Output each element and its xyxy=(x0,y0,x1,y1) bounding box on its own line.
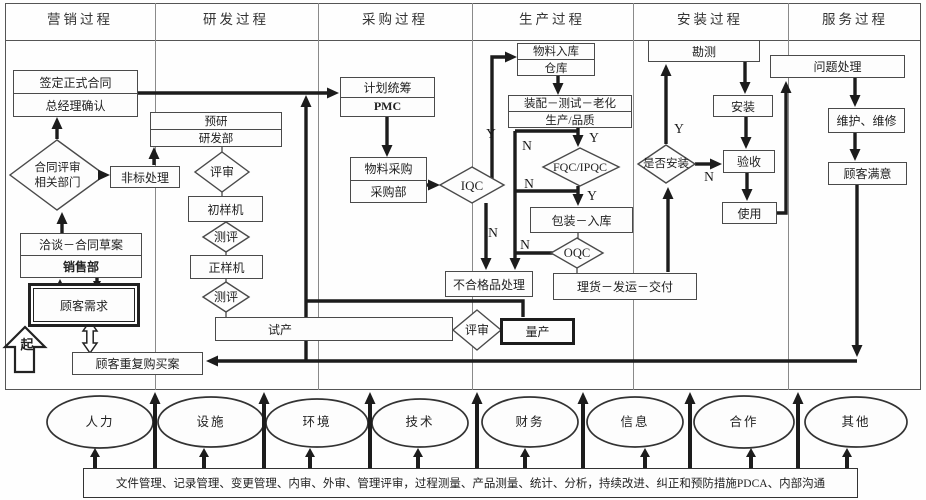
fqc-entry-yes-label: Y xyxy=(589,130,599,145)
ellipse-cooperation xyxy=(693,395,795,449)
node-maintenance: 维护、维修 xyxy=(828,108,905,133)
diamond-test2 xyxy=(201,281,251,313)
header-marketing: 营销过程 xyxy=(47,12,113,27)
node-survey: 勘测 xyxy=(648,40,760,62)
fqc-no-label: N xyxy=(524,176,534,191)
node-purchasing: 物料采购 采购部 xyxy=(350,157,427,203)
start-block-arrow xyxy=(2,325,48,374)
negotiation-dept: 销售部 xyxy=(21,255,141,277)
node-preresearch: 预研 研发部 xyxy=(150,112,282,147)
diamond-install-decision xyxy=(636,144,697,184)
node-acceptance: 验收 xyxy=(723,150,775,173)
negotiation-label: 洽谈－合同草案 xyxy=(38,238,123,252)
purchasing-label: 物料采购 xyxy=(364,162,413,177)
start-label: 起 xyxy=(20,337,34,352)
node-negotiation: 洽谈－合同草案 销售部 xyxy=(20,233,142,278)
diamond-iqc xyxy=(438,166,506,204)
test1-label: 测评 xyxy=(213,229,238,244)
resource-facility: 设施 xyxy=(196,415,226,429)
node-shipping: 理货－发运－交付 xyxy=(553,273,697,300)
material-in-label: 物料入库 xyxy=(533,46,579,58)
node-defective-handling: 不合格品处理 xyxy=(445,271,533,297)
fqc-label: FQC/IPQC xyxy=(552,159,608,174)
resource-environment: 环境 xyxy=(302,415,332,429)
oqc-label: OQC xyxy=(563,245,591,260)
column-divider-5 xyxy=(788,3,789,390)
node-repeat-purchase: 顾客重复购买案 xyxy=(72,352,203,375)
material-in-dept: 仓库 xyxy=(518,59,594,76)
resource-other: 其他 xyxy=(841,415,871,429)
resource-manpower: 人力 xyxy=(85,415,115,429)
diamond-trial-review xyxy=(451,309,503,351)
node-customer-needs: 顾客需求 xyxy=(33,288,135,322)
support-arrow-shafts xyxy=(93,400,849,468)
diamond-test1 xyxy=(201,221,251,253)
node-assembly: 装配－测试－老化 生产/品质 xyxy=(508,95,632,128)
node-problem-handling: 问题处理 xyxy=(770,55,905,78)
preresearch-dept: 研发部 xyxy=(151,129,281,146)
header-installation: 安装过程 xyxy=(677,12,743,27)
test2-label: 测评 xyxy=(213,289,238,304)
header-production: 生产过程 xyxy=(519,12,585,27)
column-divider-1 xyxy=(155,3,156,390)
install-yes-label: Y xyxy=(674,121,684,136)
planning-label: 计划统筹 xyxy=(363,80,412,95)
oqc-no-label: N xyxy=(520,237,530,252)
node-nonstandard: 非标处理 xyxy=(110,166,180,188)
ellipse-other xyxy=(804,396,908,448)
rnd-review-label: 评审 xyxy=(209,164,234,179)
node-first-prototype: 初样机 xyxy=(188,196,263,222)
planning-dept: PMC xyxy=(341,96,434,117)
node-material-in: 物料入库 仓库 xyxy=(517,43,595,76)
trial-review-label: 评审 xyxy=(464,322,489,337)
resource-finance: 财务 xyxy=(515,415,545,429)
ellipse-finance xyxy=(481,396,579,448)
header-rnd: 研发过程 xyxy=(203,12,269,27)
assembly-dept: 生产/品质 xyxy=(509,111,631,128)
header-separator xyxy=(5,40,921,41)
decision-diamonds xyxy=(8,139,697,351)
node-satisfaction: 顾客满意 xyxy=(828,162,907,185)
diamond-rnd-review xyxy=(193,151,251,193)
resource-cooperation: 合作 xyxy=(729,415,759,429)
purchasing-dept: 采购部 xyxy=(351,179,426,203)
fqc-yes-label: Y xyxy=(587,188,597,203)
install-no-label: N xyxy=(704,169,714,184)
node-trial-production: 试产 xyxy=(215,317,453,341)
sign-contract-label: 签定正式合同 xyxy=(39,75,112,90)
resource-technology: 技术 xyxy=(405,415,435,429)
node-packing: 包装－入库 xyxy=(530,207,633,233)
header-procurement: 采购过程 xyxy=(362,12,428,27)
install-decision-label: 是否安装 xyxy=(643,157,689,170)
fqc-entry-no-label: N xyxy=(522,138,532,153)
ellipse-information xyxy=(586,396,684,448)
arrowheads xyxy=(51,51,863,457)
assembly-label: 装配－测试－老化 xyxy=(524,98,616,110)
diagram-frame xyxy=(5,3,921,390)
contract-review-label: 合同评审 相关部门 xyxy=(34,162,81,189)
column-divider-2 xyxy=(318,3,319,390)
diamond-fqc-ipqc xyxy=(541,147,621,187)
node-mass-production: 量产 xyxy=(500,318,575,345)
header-service: 服务过程 xyxy=(822,12,888,27)
double-headed-arrow xyxy=(81,319,99,355)
iqc-yes-label: Y xyxy=(486,126,496,141)
node-planning: 计划统筹 PMC xyxy=(340,77,435,117)
diamond-oqc xyxy=(549,237,605,269)
column-divider-4 xyxy=(633,3,634,390)
node-final-prototype: 正样机 xyxy=(190,255,263,279)
node-install: 安装 xyxy=(713,95,773,117)
resource-information: 信息 xyxy=(620,415,650,429)
preresearch-label: 预研 xyxy=(204,116,228,128)
iqc-label: IQC xyxy=(460,177,484,193)
diamond-contract-review xyxy=(8,139,107,211)
sign-contract-dept: 总经理确认 xyxy=(14,93,137,116)
support-process-bar: 文件管理、记录管理、变更管理、内审、外审、管理评审，过程测量、产品测量、统计、分… xyxy=(83,468,858,498)
iqc-no-label: N xyxy=(488,225,498,240)
node-sign-contract: 签定正式合同 总经理确认 xyxy=(13,70,138,117)
node-usage: 使用 xyxy=(722,202,777,224)
